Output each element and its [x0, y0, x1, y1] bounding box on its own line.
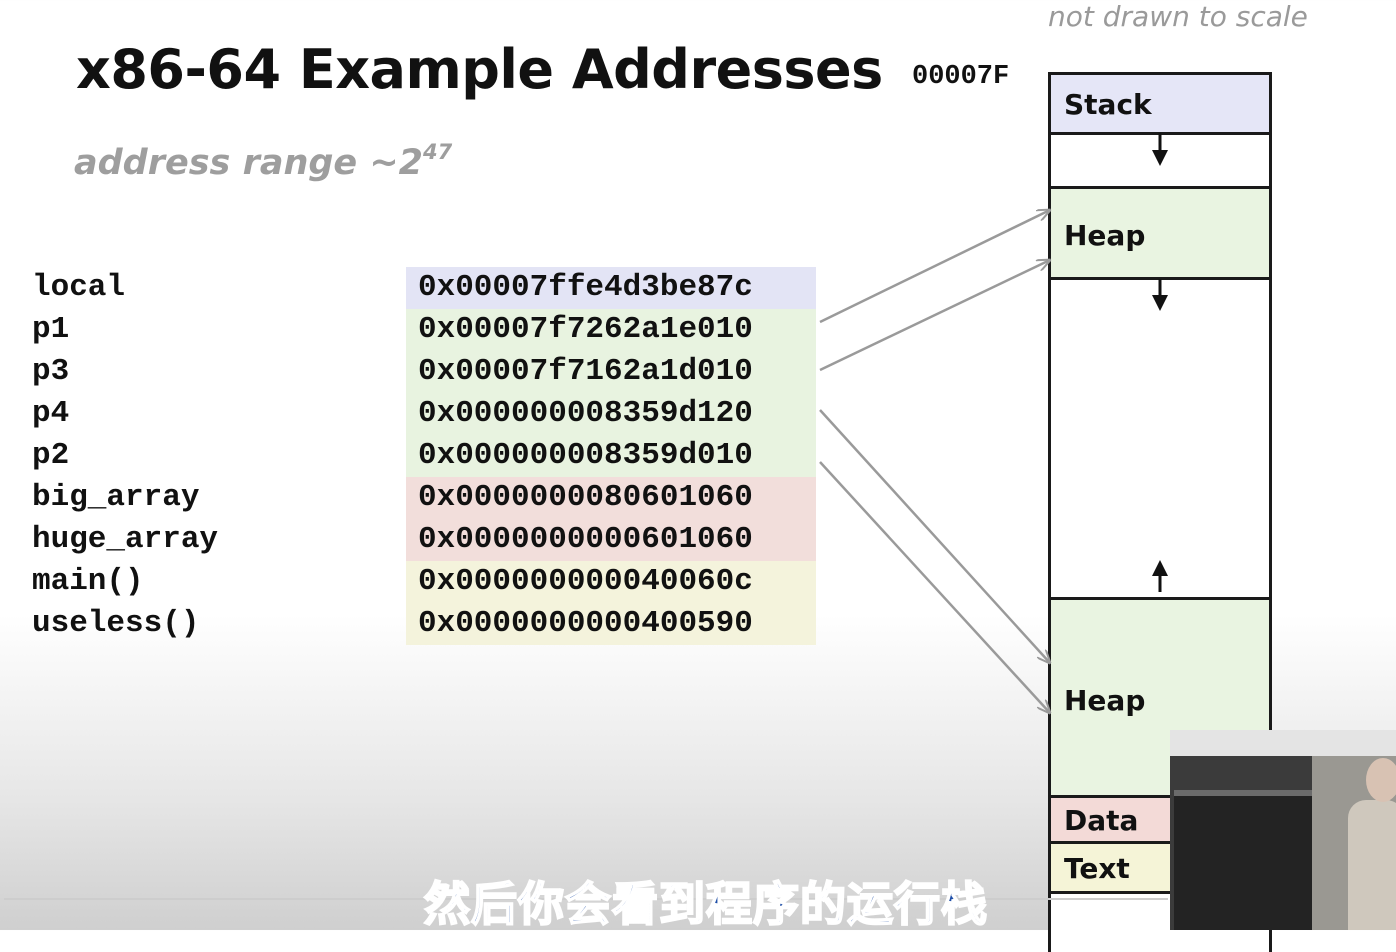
addr-value-p2: 0x000000008359d010: [406, 435, 816, 477]
addr-value-useless: 0x0000000000400590: [406, 603, 816, 645]
arrow-p3-to-heap: [819, 260, 1050, 372]
top-address-label: 00007F: [912, 62, 1010, 92]
subtitle-exponent: 47: [423, 140, 453, 164]
arrow-p1-to-heap: [819, 210, 1050, 324]
video-speaker-body: [1348, 800, 1396, 930]
progress-track: [4, 898, 1168, 900]
var-name-huge-array: huge_array: [32, 522, 219, 557]
speaker-video: [1170, 730, 1396, 930]
arrow-p4-to-heap: [819, 409, 1050, 663]
segment-heap-top: Heap: [1051, 186, 1269, 280]
video-blackboard: [1174, 790, 1312, 930]
var-name-useless: useless(): [32, 606, 200, 641]
slide-title: x86-64 Example Addresses: [76, 38, 883, 101]
addr-value-p1: 0x00007f7262a1e010: [406, 309, 816, 351]
addr-value-huge-array: 0x0000000000601060: [406, 519, 816, 561]
var-name-local: local: [32, 270, 126, 305]
video-ceiling: [1170, 730, 1396, 756]
addr-value-local: 0x00007ffe4d3be87c: [406, 267, 816, 309]
scale-note: not drawn to scale: [1048, 0, 1308, 33]
slide-subtitle: address range ~247: [74, 140, 452, 183]
stack-grow-arrowhead: [1152, 150, 1168, 166]
arrow-p2-to-heap: [819, 461, 1050, 713]
var-name-big-array: big_array: [32, 480, 200, 515]
var-name-p4: p4: [32, 396, 70, 431]
heap-top-grow-arrowhead: [1152, 295, 1168, 311]
video-speaker-head: [1366, 758, 1396, 802]
lecture-slide: not drawn to scale x86-64 Example Addres…: [4, 0, 1396, 952]
addr-value-main: 0x000000000040060c: [406, 561, 816, 603]
var-name-p2: p2: [32, 438, 70, 473]
pointer-arrows: [819, 133, 1168, 930]
subtitle-base: address range ~2: [74, 143, 424, 183]
addr-value-big-array: 0x0000000080601060: [406, 477, 816, 519]
var-name-p1: p1: [32, 312, 70, 347]
addr-value-p3: 0x00007f7162a1d010: [406, 351, 816, 393]
var-name-p3: p3: [32, 354, 70, 389]
video-caption: 然后你会看到程序的运行栈: [423, 876, 988, 932]
heap-bottom-grow-arrowhead: [1152, 560, 1168, 576]
addr-value-p4: 0x000000008359d120: [406, 393, 816, 435]
var-name-main: main(): [32, 564, 144, 599]
